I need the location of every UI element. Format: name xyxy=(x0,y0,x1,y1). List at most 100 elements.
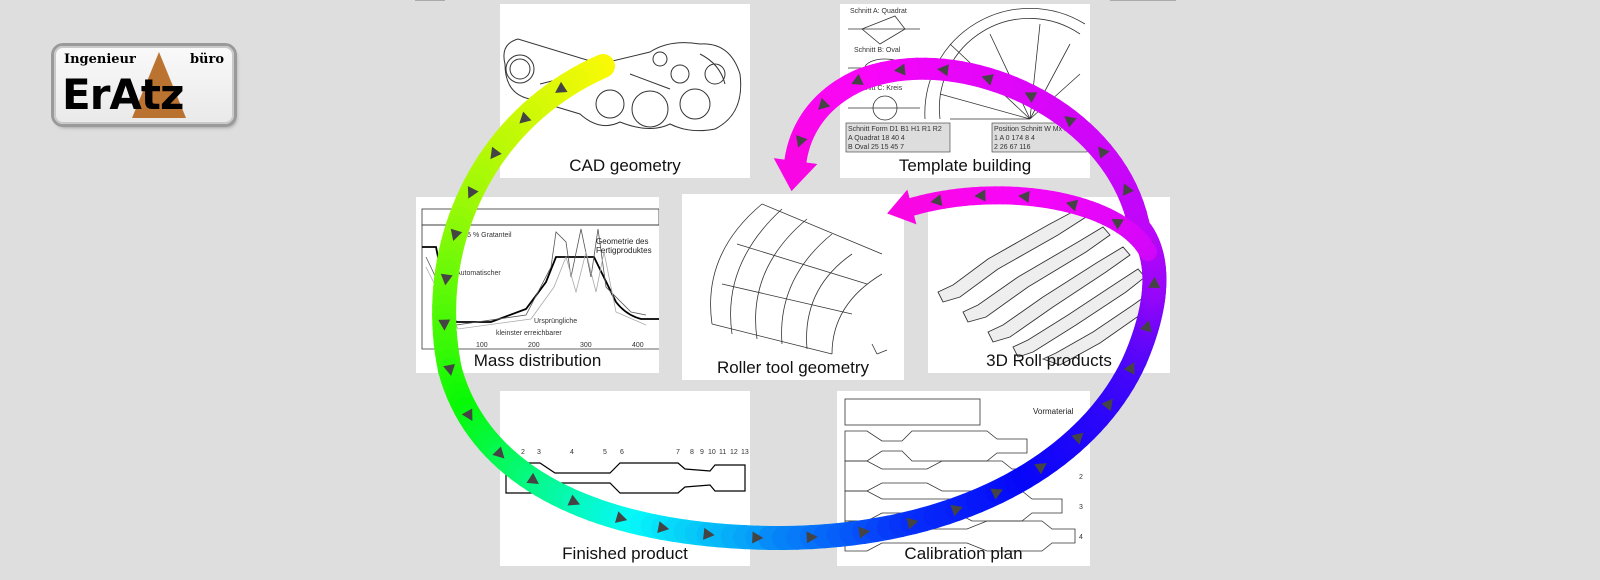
arrow-segment xyxy=(1086,398,1116,430)
svg-text:8: 8 xyxy=(690,449,694,456)
arrow-segment xyxy=(905,195,931,215)
arrow-segment xyxy=(481,134,512,167)
company-logo: Ingenieur büro ErAtz xyxy=(54,46,234,124)
arrow-segment xyxy=(796,112,820,137)
svg-text:5: 5 xyxy=(603,449,607,456)
svg-text:B Oval 25 15 45 7: B Oval 25 15 45 7 xyxy=(848,144,904,151)
arrow-segment xyxy=(800,105,825,130)
caption-cad-geometry: CAD geometry xyxy=(569,156,681,175)
section-c-label: Schnitt C: Kreis xyxy=(854,85,903,92)
arrow-segment xyxy=(476,430,507,461)
direction-marker-icon xyxy=(1098,146,1110,159)
svg-text:7: 7 xyxy=(676,449,680,456)
direction-marker-icon xyxy=(1101,398,1113,412)
arrow-segment xyxy=(795,114,819,139)
label-urspruengliche: Ursprüngliche xyxy=(534,318,577,325)
arrow-segment xyxy=(463,165,492,198)
caption-finished-product: Finished product xyxy=(562,544,688,563)
arrow-segment xyxy=(786,135,810,160)
arrowhead-icon xyxy=(773,158,818,192)
arrow-segment xyxy=(1115,177,1141,209)
arrow-segment xyxy=(807,96,832,121)
arrow-segment xyxy=(809,94,834,119)
label-stage-2: 2 xyxy=(1079,474,1083,481)
arrow-segment xyxy=(825,80,850,105)
arrow-segment xyxy=(1102,377,1131,409)
arrow-segment xyxy=(788,130,812,156)
svg-text:12: 12 xyxy=(730,449,738,456)
svg-text:4: 4 xyxy=(570,449,574,456)
section-a-label: Schnitt A: Quadrat xyxy=(850,8,907,15)
panel-roller-tool-geometry: Roller tool geometry xyxy=(682,194,904,380)
mass-chart: Mit 15 % Gratanteil Automatischer Ursprü… xyxy=(421,208,659,350)
arrow-segment xyxy=(443,374,471,406)
label-geometrie: Geometrie des Fertigproduktes xyxy=(596,237,652,255)
caption-3d-roll-products: 3D Roll products xyxy=(986,351,1112,370)
panel-3d-roll-products: 3D Roll products xyxy=(928,197,1170,373)
arrow-segment xyxy=(1106,162,1134,192)
finished-product-drawing: 1 2 3 4 5 6 7 8 9 10 11 12 13 xyxy=(505,449,749,494)
arrow-segment xyxy=(802,103,826,128)
arrow-segment xyxy=(1080,405,1110,436)
svg-text:A Quadrat 18 40 4: A Quadrat 18 40 4 xyxy=(848,135,905,142)
arrow-segment xyxy=(466,417,496,448)
svg-text:6: 6 xyxy=(620,449,624,456)
label-stage-1: 1 xyxy=(1079,444,1083,451)
svg-text:3: 3 xyxy=(537,449,541,456)
arrow-segment xyxy=(1091,391,1122,423)
logo-triangle xyxy=(132,52,186,118)
svg-text:Schnitt Form D1 B1 H1 R1 R2: Schnitt Form D1 B1 H1 R1 R2 xyxy=(848,126,942,133)
arrow-segment xyxy=(815,88,840,113)
tick-200: 200 xyxy=(528,342,540,349)
arrow-segment xyxy=(1090,140,1119,170)
arrow-segment xyxy=(457,403,486,435)
section-table: Schnitt Form D1 B1 H1 R1 R2 A Quadrat 18… xyxy=(845,122,951,153)
arrow-segment xyxy=(787,133,811,158)
logo-line2: büro xyxy=(189,52,224,67)
section-numbers: 1 2 3 4 5 6 7 8 9 10 11 12 13 xyxy=(505,449,749,456)
label-stage-4: 4 xyxy=(1079,534,1083,541)
svg-text:1 A 0 174 8 4: 1 A 0 174 8 4 xyxy=(994,135,1035,142)
template-drawing: Schnitt A: Quadrat Schnitt B: Oval Schni… xyxy=(845,7,1088,153)
arrow-segment xyxy=(449,389,478,421)
svg-text:13: 13 xyxy=(741,449,749,456)
arrow-segment xyxy=(1111,362,1140,395)
section-b-label: Schnitt B: Oval xyxy=(854,47,901,54)
arrow-segment xyxy=(471,423,501,455)
arrow-segment xyxy=(792,119,817,144)
direction-marker-icon xyxy=(806,531,818,544)
label-automatischer: Automatischer xyxy=(456,270,501,277)
direction-marker-icon xyxy=(796,135,808,148)
arrow-segment xyxy=(1084,133,1113,163)
arrow-segment xyxy=(789,128,812,153)
arrow-segment xyxy=(1078,126,1107,156)
arrow-segment xyxy=(794,116,818,142)
direction-marker-icon xyxy=(752,531,764,544)
arrow-segment xyxy=(799,524,838,550)
arrow-segment xyxy=(1101,154,1129,185)
panel-template-building: Schnitt A: Quadrat Schnitt B: Oval Schni… xyxy=(840,4,1090,178)
svg-text:1: 1 xyxy=(505,449,509,456)
arrow-segment xyxy=(803,101,828,126)
arrow-segment xyxy=(785,140,809,165)
arrow-segment xyxy=(790,123,814,149)
arrow-segment xyxy=(440,366,468,399)
arrow-segment xyxy=(822,82,848,107)
label-kleinster: kleinster erreichbarer xyxy=(496,330,562,337)
arrow-segment xyxy=(476,142,506,174)
arrow-segment xyxy=(453,396,482,428)
svg-text:2: 2 xyxy=(521,449,525,456)
svg-text:9: 9 xyxy=(700,449,704,456)
arrow-segment xyxy=(799,107,823,133)
arrow-segment xyxy=(1111,169,1138,200)
label-gratanteil: Mit 15 % Gratanteil xyxy=(452,232,512,239)
arrow-segment xyxy=(461,410,491,442)
calibration-drawing: 1 2 3 4 xyxy=(844,398,1083,552)
roller-drawing xyxy=(710,203,888,355)
logo-name: ErAtz xyxy=(62,70,184,119)
tick-100: 100 xyxy=(476,342,488,349)
caption-calibration-plan: Calibration plan xyxy=(904,544,1023,563)
direction-marker-icon xyxy=(1122,183,1134,196)
caption-mass-distribution: Mass distribution xyxy=(473,351,602,370)
arrow-segment xyxy=(1096,147,1124,177)
